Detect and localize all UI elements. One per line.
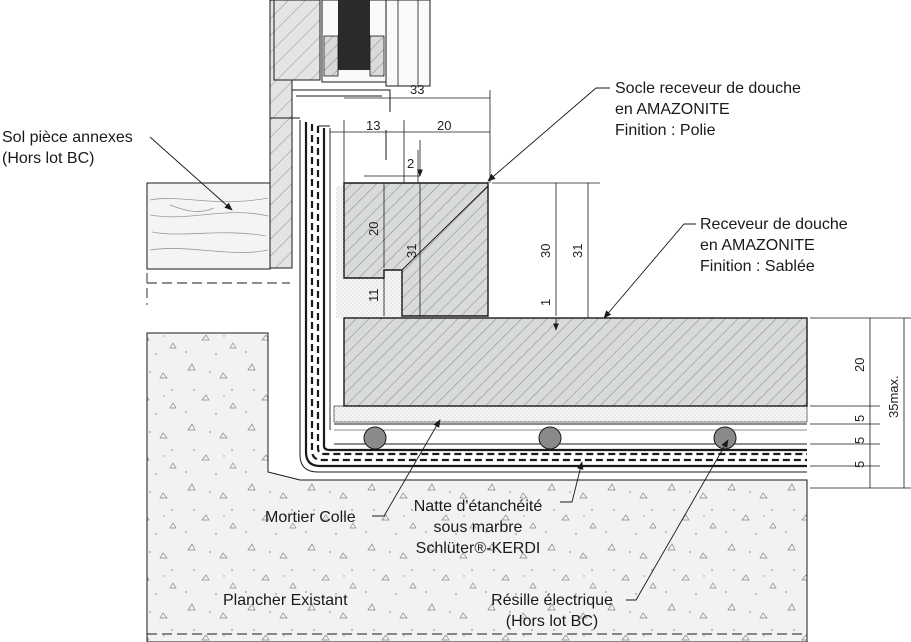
dim-30: 30	[538, 244, 553, 258]
dim-33: 33	[410, 82, 424, 97]
resille-electrique	[363, 426, 737, 450]
dim-20-top: 20	[437, 118, 451, 133]
leader-lines	[149, 87, 729, 601]
dim-5b: 5	[852, 437, 867, 444]
label-sol-line1: Sol pièce annexes	[2, 129, 133, 146]
label-receveur-line2: en AMAZONITE	[700, 237, 815, 254]
dim-5a: 5	[852, 415, 867, 422]
label-plancher-existant: Plancher Existant	[223, 592, 348, 609]
dim-20-socle: 20	[366, 222, 381, 236]
label-socle-line1: Socle receveur de douche	[615, 80, 801, 97]
dim-5c: 5	[852, 461, 867, 468]
label-natte-line3: Schlüter®-KERDI	[415, 540, 541, 557]
label-natte-line2: sous marbre	[433, 519, 523, 536]
dimension-lines	[330, 90, 911, 489]
label-sol-piece-annexes: Sol pièce annexes (Hors lot BC)	[2, 127, 133, 169]
dim-20-receveur: 20	[852, 358, 867, 372]
dim-1: 1	[538, 299, 553, 306]
receveur-de-douche	[343, 317, 808, 407]
label-socle: Socle receveur de douche en AMAZONITE Fi…	[615, 78, 801, 141]
dim-11: 11	[366, 289, 381, 303]
label-mortier-colle: Mortier Colle	[265, 509, 356, 526]
wall-section	[269, 0, 431, 269]
label-sol-line2: (Hors lot BC)	[2, 150, 95, 167]
label-resille-line1: Résille électrique	[491, 592, 613, 609]
sol-piece-annexes	[146, 182, 290, 305]
label-resille: Résille électrique (Hors lot BC)	[476, 590, 628, 632]
dim-31-right: 31	[570, 244, 585, 258]
label-receveur-line1: Receveur de douche	[700, 216, 848, 233]
plancher-existant	[146, 332, 808, 642]
label-socle-line2: en AMAZONITE	[615, 101, 730, 118]
label-natte: Natte d'étanchéité sous marbre Schlüter®…	[396, 496, 560, 559]
dim-2: 2	[407, 156, 414, 171]
label-natte-line1: Natte d'étanchéité	[413, 498, 543, 515]
label-receveur-line3: Finition : Sablée	[700, 258, 815, 275]
label-receveur: Receveur de douche en AMAZONITE Finition…	[700, 214, 848, 277]
label-resille-line2: (Hors lot BC)	[505, 613, 599, 630]
dim-35max: 35max.	[886, 375, 901, 418]
label-socle-line3: Finition : Polie	[615, 122, 716, 139]
mortier-colle-receveur	[333, 405, 808, 423]
natte-kerdi-layers	[299, 120, 807, 473]
dim-13: 13	[366, 118, 380, 133]
dim-31-socle: 31	[404, 244, 419, 258]
